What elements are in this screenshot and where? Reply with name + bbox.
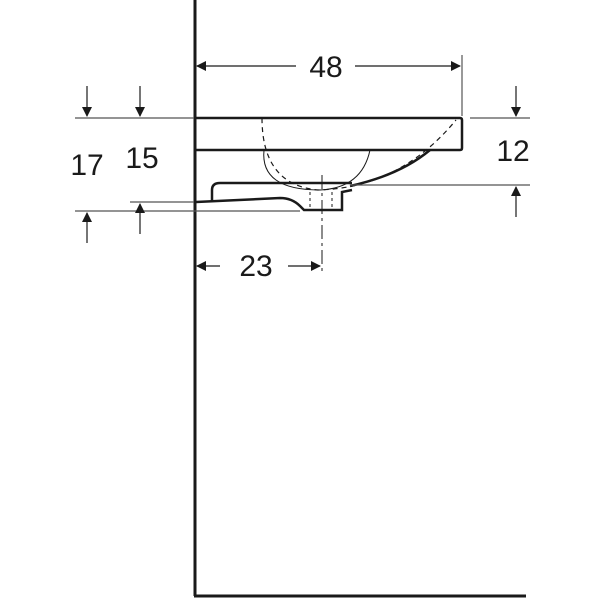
dimension-label-width: 48 <box>309 51 342 84</box>
dimension-label-outlet-height: 15 <box>125 142 158 175</box>
dimension-width: 48 <box>196 51 461 84</box>
dimension-drain-depth: 23 <box>196 250 321 283</box>
dimension-outlet-height: 15 <box>125 86 159 234</box>
basin-outline <box>195 116 464 212</box>
dimension-label-total-height: 17 <box>70 149 103 182</box>
extension-lines <box>75 55 530 212</box>
dimension-label-front-height: 12 <box>496 135 529 168</box>
dimension-front-height: 12 <box>496 86 530 217</box>
dimension-total-height: 17 <box>70 86 104 243</box>
dimension-label-drain-depth: 23 <box>239 250 272 283</box>
wall-floor-outline <box>193 0 526 598</box>
